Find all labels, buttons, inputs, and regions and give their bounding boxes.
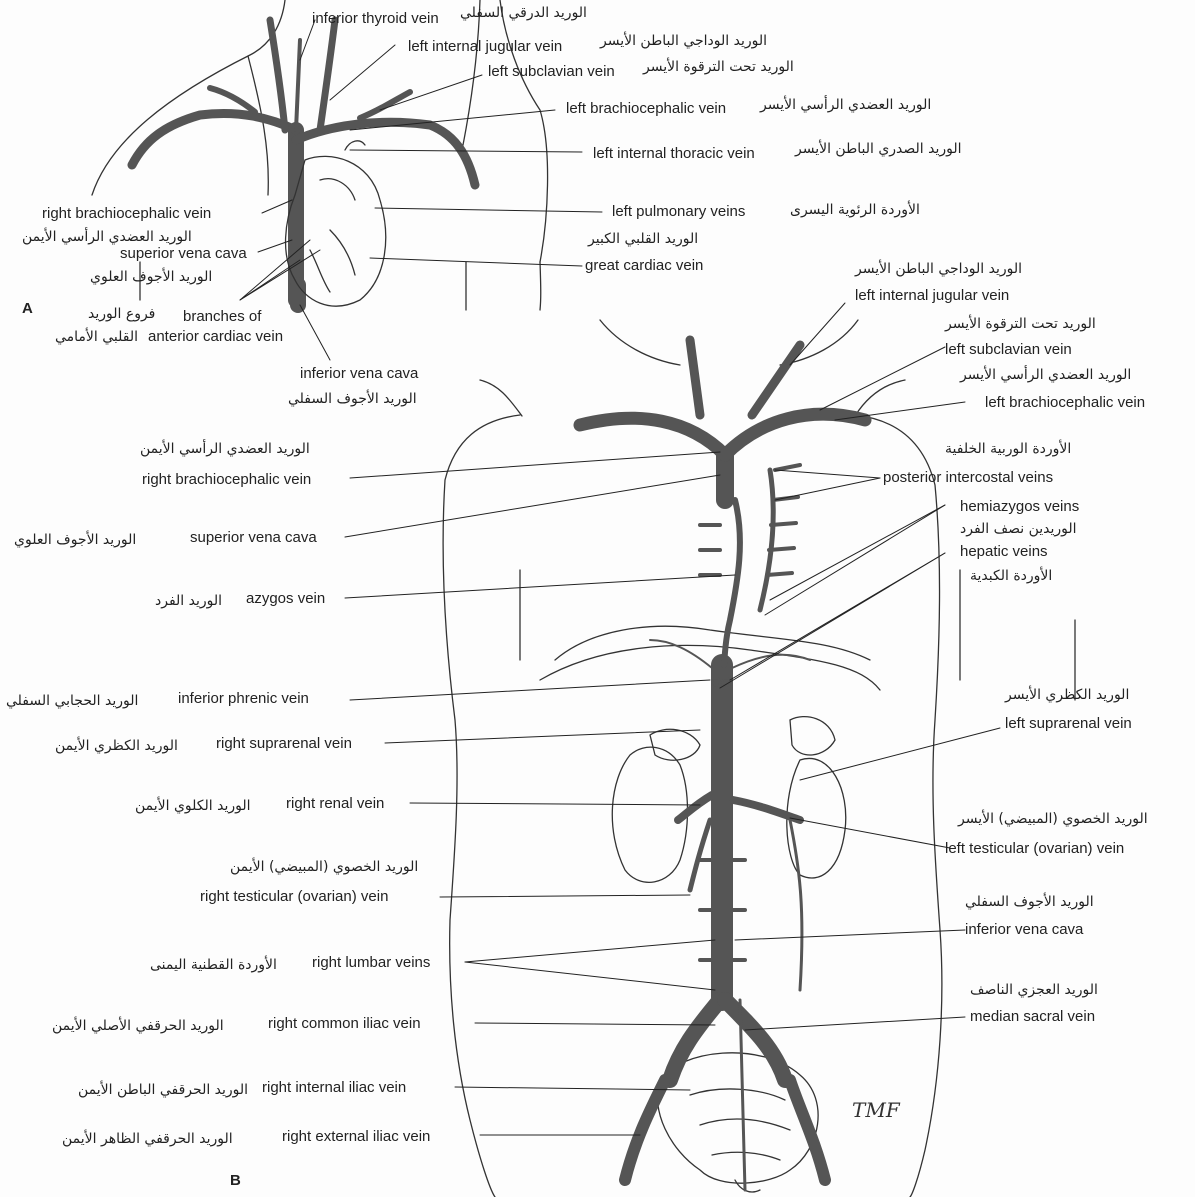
label-b-azygos-vein: azygos vein (246, 590, 325, 608)
label-b-inferior-phrenic-vein: inferior phrenic vein (178, 690, 309, 708)
label-b-inferior-phrenic-vein-ar: الوريد الحجابي السفلي (6, 692, 138, 710)
label-b-left-subclavian-vein: left subclavian vein (945, 341, 1072, 359)
label-b-right-brachiocephalic-vein: right brachiocephalic vein (142, 471, 311, 489)
label-b-right-lumbar-veins: right lumbar veins (312, 954, 430, 972)
artist-signature: TMF (852, 1098, 900, 1122)
label-b-median-sacral-vein: median sacral vein (970, 1008, 1095, 1026)
label-b-right-common-iliac-vein-ar: الوريد الحرقفي الأصلي الأيمن (52, 1017, 224, 1035)
label-a-branches-anterior-cardiac-ar-2: القلبي الأمامي (55, 328, 138, 346)
label-b-right-external-iliac-vein-ar: الوريد الحرقفي الظاهر الأيمن (62, 1130, 233, 1148)
label-a-left-pulmonary-veins-ar: الأوردة الرئوية اليسرى (790, 201, 920, 219)
label-b-right-brachiocephalic-vein-ar: الوريد العضدي الرأسي الأيمن (140, 440, 310, 458)
label-a-right-brachiocephalic-vein: right brachiocephalic vein (42, 205, 211, 223)
panel-b-letter: B (230, 1172, 241, 1189)
label-b-left-brachiocephalic-vein: left brachiocephalic vein (985, 394, 1145, 412)
label-b-left-testicular-vein: left testicular (ovarian) vein (945, 840, 1124, 858)
label-b-right-testicular-vein-ar: الوريد الخصوي (المبيضي) الأيمن (230, 858, 418, 876)
label-b-left-internal-jugular-vein: left internal jugular vein (855, 287, 1009, 305)
label-a-branches-anterior-cardiac-ar-1: فروع الوريد (88, 305, 155, 323)
label-a-left-subclavian-vein: left subclavian vein (488, 63, 615, 81)
label-b-right-suprarenal-vein-ar: الوريد الكظري الأيمن (55, 737, 178, 755)
label-b-hepatic-veins-ar: الأوردة الكبدية (970, 567, 1052, 585)
label-b-right-lumbar-veins-ar: الأوردة القطنية اليمنى (150, 956, 277, 974)
label-b-superior-vena-cava-ar: الوريد الأجوف العلوي (14, 531, 136, 549)
label-a-inferior-thyroid-vein: inferior thyroid vein (312, 10, 439, 28)
label-a-left-internal-jugular-vein-ar: الوريد الوداجي الباطن الأيسر (600, 32, 767, 50)
label-b-right-internal-iliac-vein-ar: الوريد الحرقفي الباطن الأيمن (78, 1081, 248, 1099)
label-a-great-cardiac-vein: great cardiac vein (585, 257, 703, 275)
label-a-inferior-vena-cava: inferior vena cava (300, 365, 418, 383)
label-b-right-renal-vein: right renal vein (286, 795, 384, 813)
label-b-inferior-vena-cava: inferior vena cava (965, 921, 1083, 939)
label-a-right-brachiocephalic-vein-ar: الوريد العضدي الرأسي الأيمن (22, 228, 192, 246)
label-b-hemiazygos-veins-ar: الوريدين نصف الفرد (960, 520, 1077, 538)
label-b-left-subclavian-vein-ar: الوريد تحت الترقوة الأيسر (945, 315, 1096, 333)
label-b-left-brachiocephalic-vein-ar: الوريد العضدي الرأسي الأيسر (960, 366, 1131, 384)
label-b-right-external-iliac-vein: right external iliac vein (282, 1128, 430, 1146)
label-b-superior-vena-cava: superior vena cava (190, 529, 317, 547)
label-b-right-renal-vein-ar: الوريد الكلوي الأيمن (135, 797, 251, 815)
label-a-left-internal-thoracic-vein: left internal thoracic vein (593, 145, 755, 163)
label-b-median-sacral-vein-ar: الوريد العجزي الناصف (970, 981, 1098, 999)
label-b-hepatic-veins: hepatic veins (960, 543, 1048, 561)
label-b-right-common-iliac-vein: right common iliac vein (268, 1015, 421, 1033)
label-b-right-internal-iliac-vein: right internal iliac vein (262, 1079, 406, 1097)
label-b-posterior-intercostal-veins-ar: الأوردة الوربية الخلفية (945, 440, 1071, 458)
label-a-superior-vena-cava: superior vena cava (120, 245, 247, 263)
label-b-left-testicular-vein-ar: الوريد الخصوي (المبيضي) الأيسر (958, 810, 1148, 828)
label-b-inferior-vena-cava-ar: الوريد الأجوف السفلي (965, 893, 1094, 911)
label-a-branches-anterior-cardiac-1: branches of (183, 308, 261, 326)
label-b-right-testicular-vein: right testicular (ovarian) vein (200, 888, 388, 906)
label-a-inferior-vena-cava-ar: الوريد الأجوف السفلي (288, 390, 417, 408)
label-a-superior-vena-cava-ar: الوريد الأجوف العلوي (90, 268, 212, 286)
label-a-inferior-thyroid-vein-ar: الوريد الدرقي السفلي (460, 4, 587, 22)
label-b-left-internal-jugular-vein-ar: الوريد الوداجي الباطن الأيسر (855, 260, 1022, 278)
label-a-left-brachiocephalic-vein: left brachiocephalic vein (566, 100, 726, 118)
label-a-left-internal-thoracic-vein-ar: الوريد الصدري الباطن الأيسر (795, 140, 962, 158)
label-b-left-suprarenal-vein: left suprarenal vein (1005, 715, 1132, 733)
panel-a-letter: A (22, 300, 33, 317)
label-b-right-suprarenal-vein: right suprarenal vein (216, 735, 352, 753)
label-a-left-pulmonary-veins: left pulmonary veins (612, 203, 745, 221)
label-b-left-suprarenal-vein-ar: الوريد الكظري الأيسر (1005, 686, 1129, 704)
label-a-left-internal-jugular-vein: left internal jugular vein (408, 38, 562, 56)
label-b-posterior-intercostal-veins: posterior intercostal veins (883, 469, 1053, 487)
label-b-hemiazygos-veins: hemiazygos veins (960, 498, 1079, 516)
panel-b-pelvis (657, 1053, 818, 1192)
label-a-left-brachiocephalic-vein-ar: الوريد العضدي الرأسي الأيسر (760, 96, 931, 114)
label-b-azygos-vein-ar: الوريد الفرد (155, 592, 222, 610)
label-a-left-subclavian-vein-ar: الوريد تحت الترقوة الأيسر (643, 58, 794, 76)
label-a-branches-anterior-cardiac-2: anterior cardiac vein (148, 328, 283, 346)
label-a-great-cardiac-vein-ar: الوريد القلبي الكبير (588, 230, 698, 248)
